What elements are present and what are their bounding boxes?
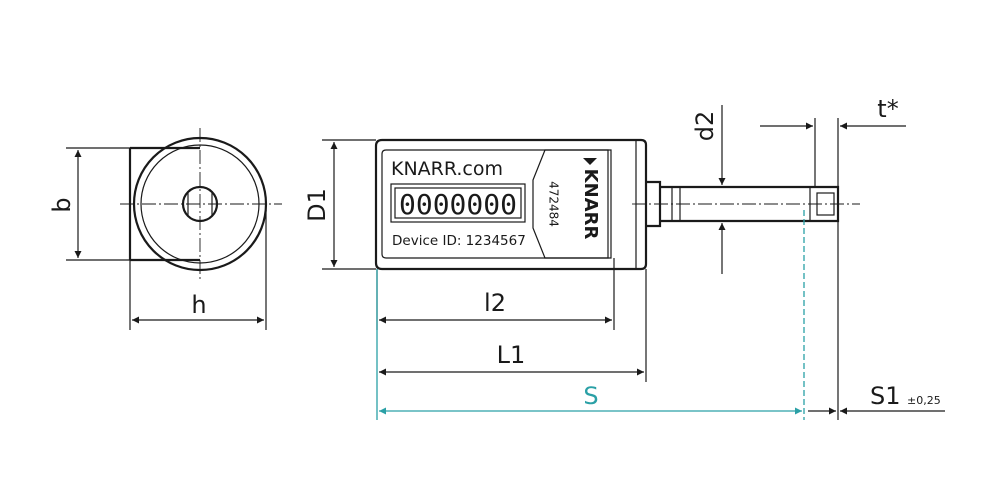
- device-body: [374, 138, 648, 271]
- counter-display-value: 0000000: [399, 188, 517, 221]
- label-website: KNARR.com: [391, 158, 503, 180]
- label-article-number: 472484: [547, 181, 561, 227]
- dimension-label-S1: S1: [870, 382, 901, 410]
- label-plate: [381, 149, 612, 259]
- dimension-label-S: S: [583, 382, 598, 410]
- dimension-label-d2: d2: [691, 111, 719, 142]
- dimension-label-D1: D1: [303, 188, 331, 222]
- dimension-label-l2: l2: [484, 289, 506, 317]
- front-view: KNARR.com 0000000 Device ID: 1234567 472…: [374, 138, 860, 271]
- brand-logo-icon: [583, 158, 597, 165]
- dimension-label-b: b: [48, 197, 76, 212]
- dimension-label-t: t*: [877, 95, 898, 123]
- side-view: b h: [48, 128, 282, 330]
- brand-panel: [532, 149, 609, 259]
- dimension-label-L1: L1: [497, 341, 526, 369]
- label-brand: KNARR: [580, 169, 601, 240]
- counter-display-inner: [394, 187, 522, 219]
- label-device-id: Device ID: 1234567: [392, 233, 526, 249]
- front-dimensions: D1 d2 t* l2 L1 S S1 ±0,25: [303, 95, 945, 420]
- dimension-label-h: h: [191, 291, 206, 319]
- dimension-tolerance-S1: ±0,25: [907, 394, 941, 407]
- counter-display-frame: [390, 183, 526, 223]
